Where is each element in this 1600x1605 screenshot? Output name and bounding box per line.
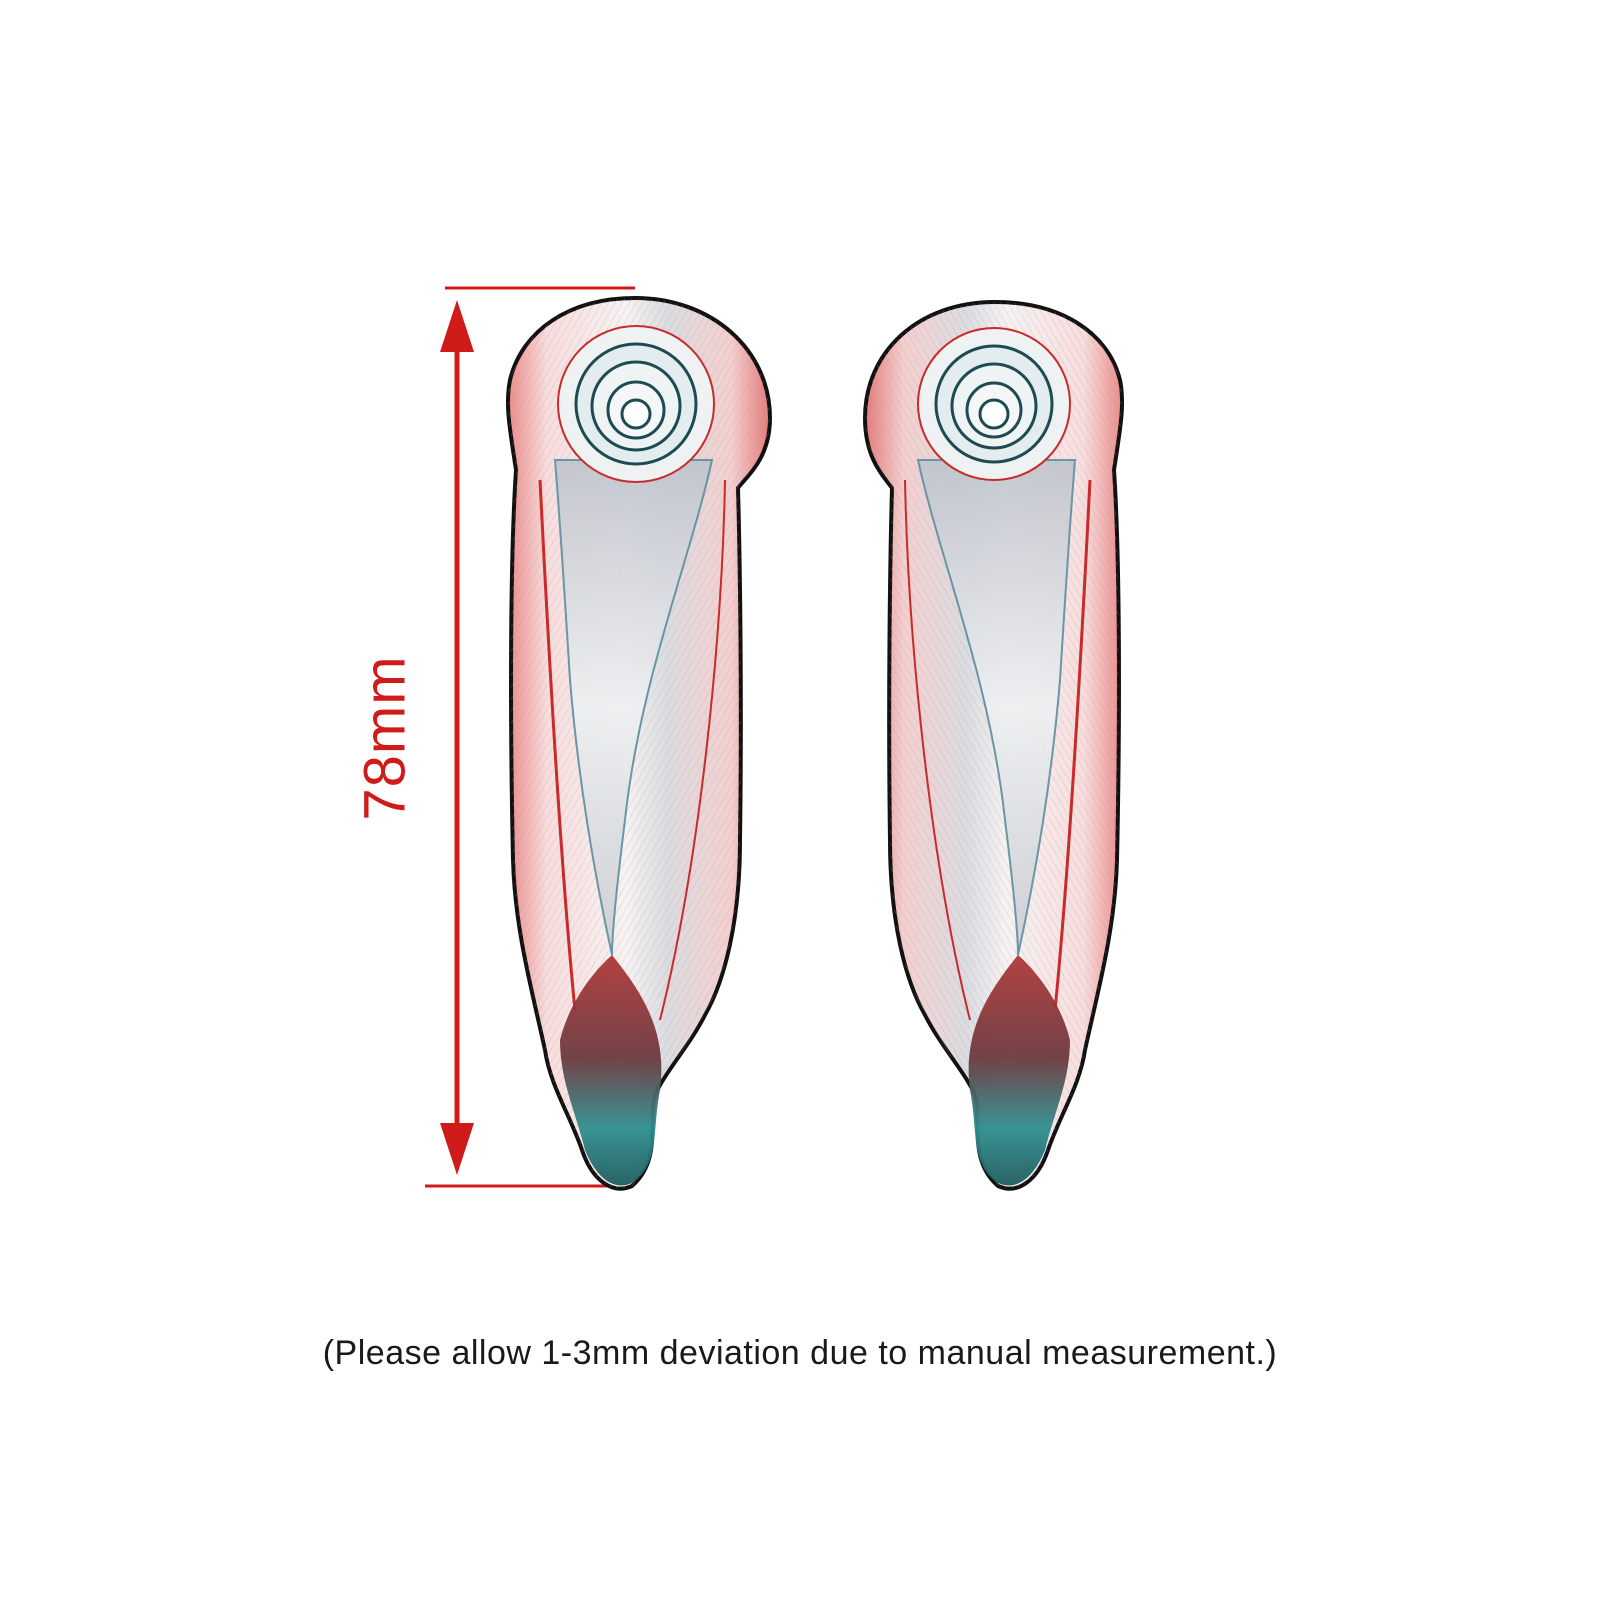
right-part-center-web (916, 459, 1077, 956)
dimension-arrow-up-icon (440, 300, 474, 352)
left-part-inner-edge-right (659, 479, 726, 1021)
right-part-tip (968, 955, 1070, 1186)
right-part-inner-edge-right (904, 479, 971, 1021)
left-part-center-web (553, 459, 714, 956)
left-part-inner-edge (538, 479, 577, 1011)
right-part-bolt-hole (978, 398, 1010, 430)
right-lever-part (862, 299, 1125, 1191)
dimension-label: 78mm (352, 655, 418, 821)
dimension-arrow-down-icon (440, 1123, 474, 1175)
left-part-bolt-hole (620, 398, 652, 430)
measurement-note: (Please allow 1-3mm deviation due to man… (322, 1334, 1278, 1372)
right-part-inner-edge (1053, 479, 1092, 1011)
left-lever-part (505, 295, 773, 1191)
dimension-indicator (425, 286, 635, 1188)
left-part-tip (560, 955, 662, 1186)
